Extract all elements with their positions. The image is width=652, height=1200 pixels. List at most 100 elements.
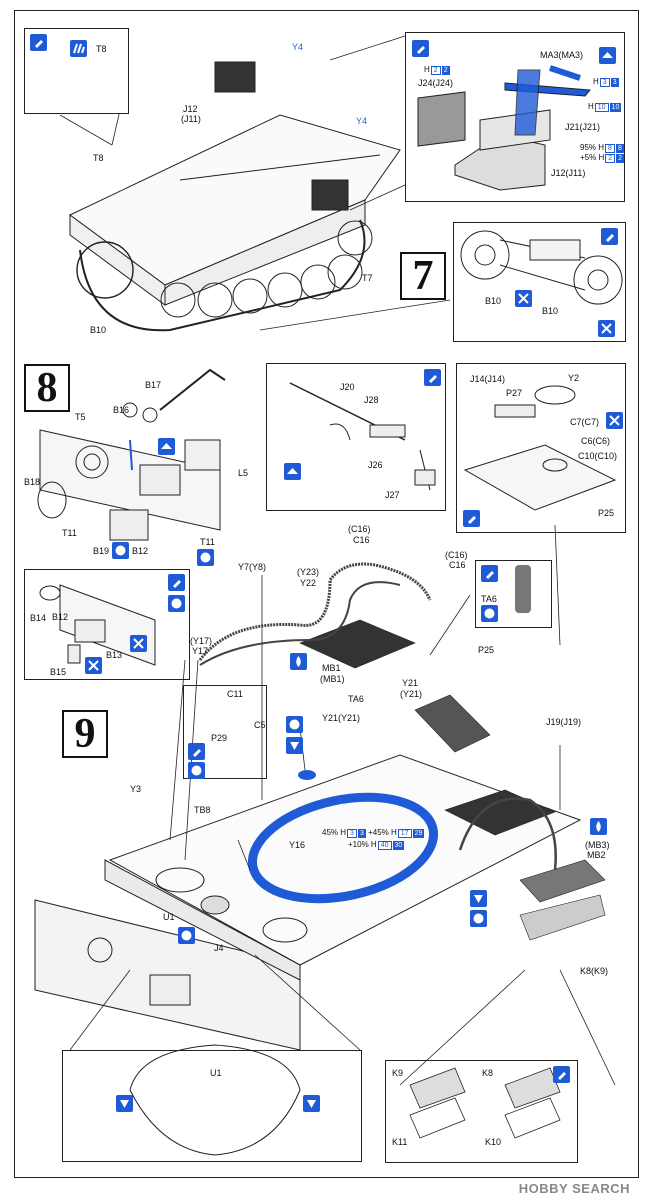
choice-icon (178, 927, 195, 944)
paint-pct: +10% (348, 840, 369, 849)
label-c16a-1: (C16) (348, 524, 371, 534)
choice-icon (286, 716, 303, 733)
glue-icon (424, 369, 441, 386)
turret-ring-art (247, 792, 439, 904)
paint-h: H (391, 828, 397, 837)
paint-pct: 45% (322, 828, 339, 837)
label-ta6b: TA6 (348, 694, 364, 704)
paint-h: H (598, 143, 605, 152)
paint-chip: 3 (610, 78, 619, 87)
label-c16b-2: C16 (449, 560, 466, 570)
glue-icon (481, 565, 498, 582)
glue-icon (601, 228, 618, 245)
watermark: HOBBY SEARCH (518, 1181, 630, 1196)
label-b17: B17 (145, 380, 162, 390)
label-j19: J19(J19) (546, 717, 582, 727)
paint-chip: 8 (605, 144, 615, 153)
paint-pct: +45% (368, 828, 389, 837)
cement-icon (303, 1095, 320, 1112)
paint-h: H (424, 65, 430, 74)
grate-detail-box (385, 1060, 578, 1163)
glue-icon (463, 510, 480, 527)
paint-chip: 3 (347, 829, 357, 838)
label-k8k9: K8(K9) (580, 966, 609, 976)
paint-chip: 29 (412, 829, 425, 838)
step-number-9: 9 (62, 710, 108, 758)
label-b13: B13 (106, 650, 123, 660)
paint-chip: 8 (615, 144, 624, 153)
label-y21-1: Y21 (402, 678, 419, 688)
repeat-icon (158, 438, 175, 455)
label-y21-2: (Y21) (400, 689, 423, 699)
paint-h: H (340, 828, 347, 837)
label-mb3-2: MB2 (587, 850, 606, 860)
label-b10-r2: B10 (542, 306, 559, 316)
paint-pct: +5% (580, 153, 597, 162)
label-b10-r1: B10 (485, 296, 502, 306)
label-mb3-1: (MB3) (585, 840, 610, 850)
label-k9: K9 (392, 1068, 404, 1078)
label-y23-2: Y22 (300, 578, 317, 588)
decal-stripes-icon (70, 40, 87, 57)
paint-chip: 2 (616, 154, 625, 163)
paint-chip: 17 (397, 829, 412, 838)
front-plate-art (37, 368, 226, 541)
label-p25-box: P25 (598, 508, 615, 518)
label-c11: C11 (227, 689, 243, 699)
paint-chip: 3 (599, 78, 610, 87)
side-cable-art (458, 797, 557, 871)
label-y4-top: Y4 (292, 42, 304, 52)
label-j12j11: J12(J11) (551, 168, 586, 178)
choice-icon (188, 762, 205, 779)
paint-drop-icon (590, 818, 607, 835)
label-t5: T5 (75, 412, 86, 422)
label-k10: K10 (485, 1137, 502, 1147)
label-t11a: T11 (62, 528, 77, 538)
choice-icon (112, 542, 129, 559)
label-k8: K8 (482, 1068, 494, 1078)
label-y7: Y7(Y8) (238, 562, 267, 572)
label-c5: C5 (254, 720, 266, 730)
label-j4: J4 (214, 943, 224, 953)
cement-icon (286, 737, 303, 754)
paint-chip: 3 (357, 829, 366, 838)
grate-detail-art (409, 1067, 561, 1139)
no-glue-icon (85, 657, 102, 674)
label-j21: J21(J21) (565, 122, 601, 132)
label-y4-mid: Y4 (356, 116, 368, 126)
label-ta6: TA6 (481, 594, 497, 604)
no-glue-icon (598, 320, 615, 337)
label-j27: J27 (385, 490, 400, 500)
paint-chip: 40 (377, 841, 392, 850)
label-y21b: Y21(Y21) (322, 713, 361, 723)
label-c10: C10(C10) (578, 451, 618, 461)
label-y23-1: (Y23) (297, 567, 320, 577)
step-number-8: 8 (24, 364, 70, 412)
label-k11: K11 (392, 1137, 408, 1147)
label-b19: B19 (93, 546, 110, 556)
label-p27: P27 (506, 388, 523, 398)
label-b12: B12 (132, 546, 149, 556)
u1-detail-box (62, 1050, 362, 1162)
bracket-detail-box (24, 569, 190, 680)
paint-chip: 2 (441, 66, 450, 75)
paint-chip: 10 (594, 103, 609, 112)
label-p29: P29 (211, 733, 228, 743)
label-l5: L5 (238, 468, 249, 478)
paint-pct: 95% (580, 143, 597, 152)
label-y3: Y3 (130, 784, 142, 794)
paint-chip: 30 (392, 841, 405, 850)
label-p25: P25 (478, 645, 495, 655)
smoke-canister-art (515, 565, 531, 613)
label-j14: J14(J14) (470, 374, 506, 384)
ta6-detail-box (475, 560, 552, 628)
paint-chip: 10 (609, 103, 622, 112)
cement-icon (470, 890, 487, 907)
step-number-7: 7 (400, 252, 446, 300)
label-u1-detail: U1 (210, 1068, 222, 1078)
hull-drawing (69, 61, 401, 332)
label-j24: J24(J24) (418, 78, 454, 88)
label-j11: (J11) (181, 114, 201, 124)
